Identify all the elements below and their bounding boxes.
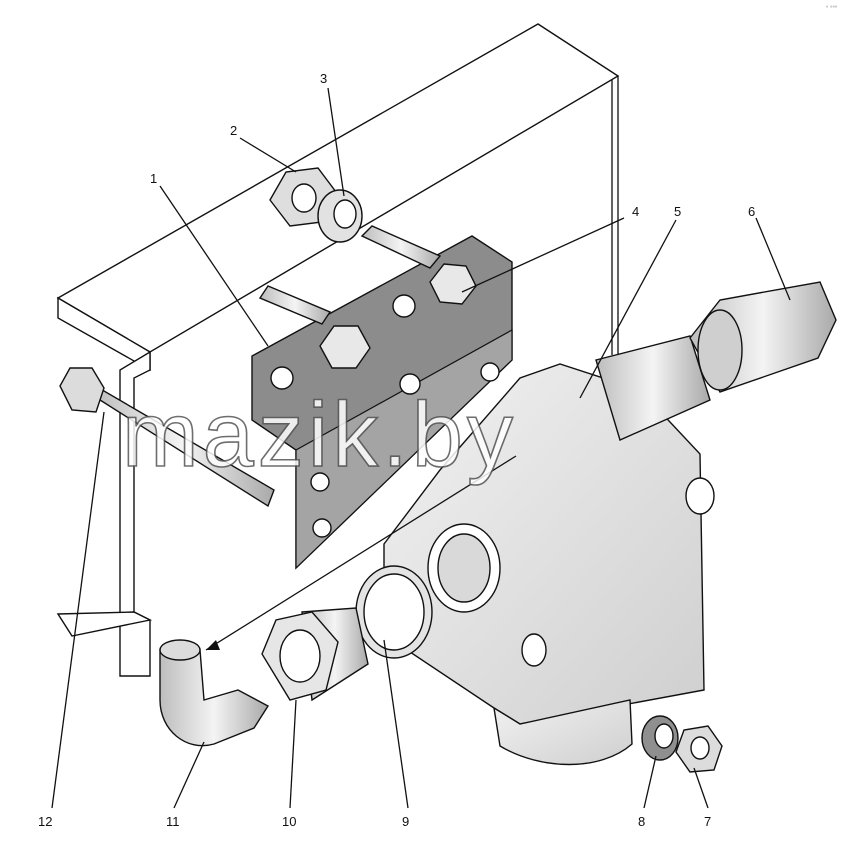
callout-3: 3 [320,71,327,86]
union-fitting-part-6 [689,281,837,393]
callout-10: 10 [282,814,296,829]
watermark-text: mazik.by [122,384,517,486]
lower-stud [258,285,332,325]
corner-mark: ° °°° [826,6,838,12]
callout-4: 4 [632,204,639,219]
elbow-fitting-part-11 [159,639,269,747]
callout-5: 5 [674,204,681,219]
callout-8: 8 [638,814,645,829]
nut-part-7 [675,725,723,773]
callout-9: 9 [402,814,409,829]
callout-1: 1 [150,171,157,186]
bracket-nut-left [319,325,371,369]
frame-channel-beam [56,23,620,677]
mounting-bracket-plate [251,235,513,570]
valve-body [383,335,715,766]
callout-12: 12 [38,814,52,829]
sealing-ring-part-9 [355,565,433,659]
adapter-part-10 [261,607,369,702]
callout-2: 2 [230,123,237,138]
callout-6: 6 [748,204,755,219]
callout-7: 7 [704,814,711,829]
long-bolt-part-12 [59,367,275,508]
callout-labels: 1 2 3 4 5 6 7 8 9 10 11 12 [38,71,755,829]
callout-leader-lines [51,87,791,809]
spring-washer-part-3 [317,189,363,243]
callout-11: 11 [166,814,180,829]
upper-stud [360,225,442,269]
spring-washer-part-8 [641,715,679,761]
